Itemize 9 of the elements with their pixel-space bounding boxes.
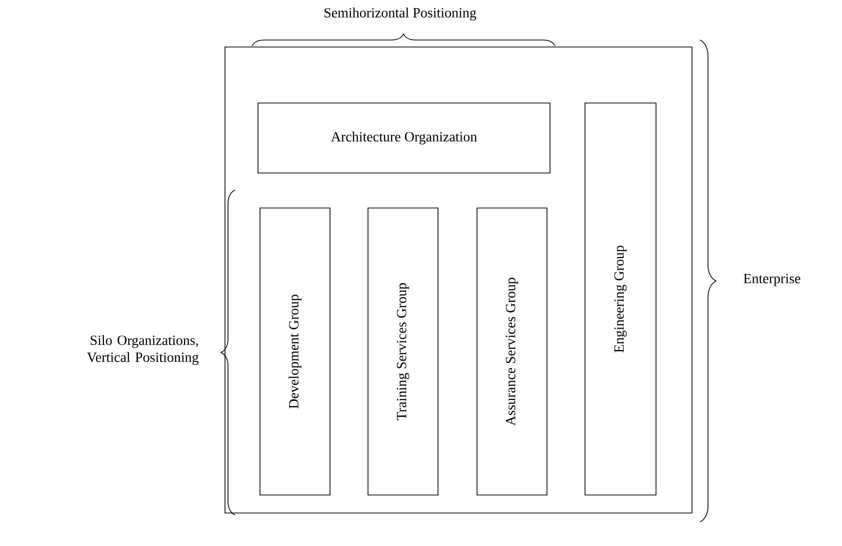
- group-box: Training Services Group: [368, 208, 438, 496]
- group-box: Architecture Organization: [258, 102, 550, 174]
- group-box: Development Group: [260, 208, 330, 496]
- group-box: Assurance Services Group: [476, 208, 548, 496]
- enterprise-frame: [224, 46, 692, 514]
- brace-label: Enterprise: [744, 274, 800, 286]
- brace-label: Silo Organizations, Vertical Positioning: [86, 335, 199, 365]
- brace-label: Semihorizontal Positioning: [324, 8, 476, 20]
- group-box: Engineering Group: [584, 102, 656, 496]
